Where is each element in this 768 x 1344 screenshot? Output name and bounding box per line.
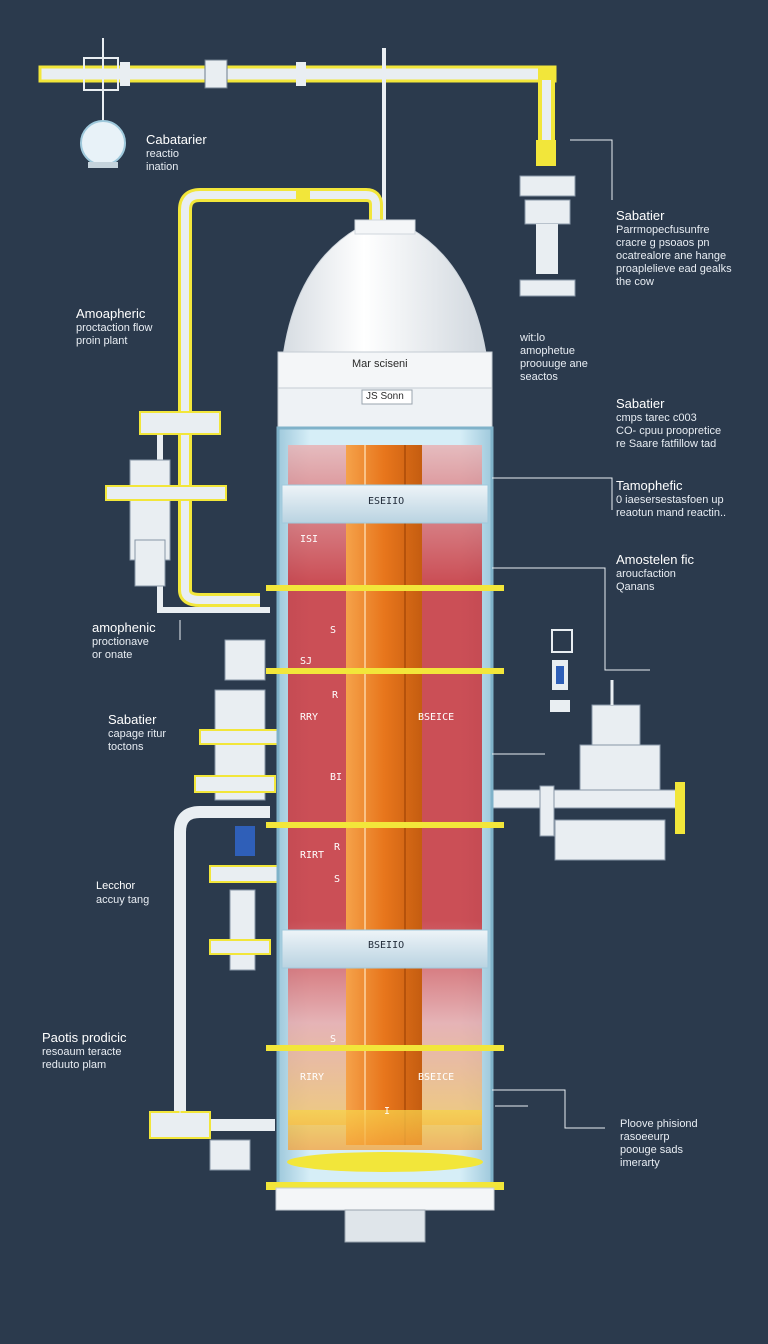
callout-left-3: Sabatier capage ritur toctons <box>108 712 166 754</box>
callout-line: reduuto plam <box>42 1059 107 1071</box>
callout-line: 0 iaesersestasfoen up <box>616 494 724 506</box>
small-tag: RIRT <box>300 850 325 861</box>
small-tag: BI <box>330 772 343 783</box>
small-tag: S <box>330 625 337 636</box>
small-tag: SJ <box>300 656 313 667</box>
small-tag: R <box>332 690 339 701</box>
band-top-label: ESEIIO <box>368 496 405 507</box>
callout-line: or onate <box>92 649 133 661</box>
callout-line: rasoeeurp <box>620 1131 670 1143</box>
callout-line: Parrmopecfusunfre <box>616 224 710 236</box>
callout-title: Lecchor <box>96 880 136 892</box>
callout-center-1: wit:lo amophetue proouuge ane seactos <box>520 332 588 384</box>
callout-line: reactio <box>146 148 180 160</box>
callout-left-1: Amoapheric proctaction flow proin plant <box>76 306 152 348</box>
callout-title: Amoapheric <box>76 306 146 321</box>
callout-leader-lines <box>179 139 650 1129</box>
callout-line: proaplelieve ead gealks <box>616 263 732 275</box>
callout-right-1: Sabatier Parrmopecfusunfre cracre g psoa… <box>616 208 761 289</box>
callout-line: ination <box>146 161 179 173</box>
side-tag: BSEICE <box>418 1072 455 1083</box>
callout-left-2: amophenic proctionave or onate <box>92 620 156 662</box>
callout-title: Paotis prodicic <box>42 1030 127 1045</box>
callout-left-4: Lecchor accuy tang <box>96 878 149 907</box>
callout-title: amophenic <box>92 620 156 635</box>
callout-line: proouuge ane <box>520 358 588 370</box>
callout-line: CO- cpuu proopretice <box>616 425 722 437</box>
callout-line: proin plant <box>76 335 128 347</box>
callout-line: proctaction flow <box>76 322 153 334</box>
callout-title: Sabatier <box>108 712 157 727</box>
callout-line: cracre g psoaos pn <box>616 237 710 249</box>
callout-line: cmps tarec c003 <box>616 412 697 424</box>
top-feed-pipe <box>38 57 557 157</box>
right-side-pump <box>489 629 685 861</box>
callout-line: Ploove phisiond <box>620 1118 698 1130</box>
callout-line: Qanans <box>616 581 655 593</box>
small-tag: I <box>384 1106 391 1117</box>
neck-label: JS Sonn <box>366 391 404 402</box>
callout-right-3: Tamophefic 0 iaesersestasfoen up reaotun… <box>616 478 761 520</box>
callout-right-4: Amostelen fic aroucfaction Qanans <box>616 552 761 594</box>
callout-line: re Saare fatfillow tad <box>616 438 717 450</box>
small-tag: RRY <box>300 712 319 723</box>
callout-right-2: Sabatier cmps tarec c003 CO- cpuu proopr… <box>616 396 761 451</box>
small-tag: ISI <box>300 534 319 545</box>
left-yellow-loop-pipe <box>157 188 383 613</box>
callout-line: poouge sads <box>620 1144 683 1156</box>
small-tag: S <box>330 1034 337 1045</box>
dome-label: Mar sciseni <box>352 358 408 370</box>
callout-line: ocatrealore ane hange <box>616 250 727 262</box>
callout-line: toctons <box>108 741 144 753</box>
callout-line: aroucfaction <box>616 568 676 580</box>
callout-title: Sabatier <box>616 208 665 223</box>
callout-left-5: Paotis prodicic resoaum teracte reduuto … <box>42 1030 127 1072</box>
callout-title: Tamophefic <box>616 478 683 493</box>
callout-title: Cabatarier <box>146 132 207 147</box>
lower-left-white-pipe <box>149 806 275 1171</box>
left-valve-assembly-upper <box>105 411 227 587</box>
callout-line: amophetue <box>520 345 576 357</box>
callout-line: resoaum teracte <box>42 1046 122 1058</box>
callout-line: imerarty <box>620 1157 660 1169</box>
callout-line: seactos <box>520 371 558 383</box>
side-tag: BSEICE <box>418 712 455 723</box>
gas-sphere-tank <box>80 38 126 168</box>
callout-top-left: Cabatarier reactio ination <box>146 132 207 174</box>
right-upper-valve <box>519 140 576 297</box>
callout-line: reaotun mand reactin.. <box>616 507 727 519</box>
callout-right-5: Ploove phisiond rasoeeurp poouge sads im… <box>620 1118 760 1170</box>
callout-line: accuy tang <box>96 894 150 906</box>
callout-line: capage ritur <box>108 728 167 740</box>
callout-title: Sabatier <box>616 396 665 411</box>
small-tag: R <box>334 842 341 853</box>
callout-line: proctionave <box>92 636 149 648</box>
small-tag: S <box>334 874 341 885</box>
band-mid-label: BSEIIO <box>368 940 405 951</box>
callout-title: Amostelen fic <box>616 552 695 567</box>
left-valve-assembly-lower <box>194 639 281 971</box>
callout-line: the cow <box>616 276 654 288</box>
reactor-vessel <box>266 219 504 1243</box>
small-tag: RIRY <box>300 1072 325 1083</box>
callout-line: wit:lo <box>520 332 546 344</box>
